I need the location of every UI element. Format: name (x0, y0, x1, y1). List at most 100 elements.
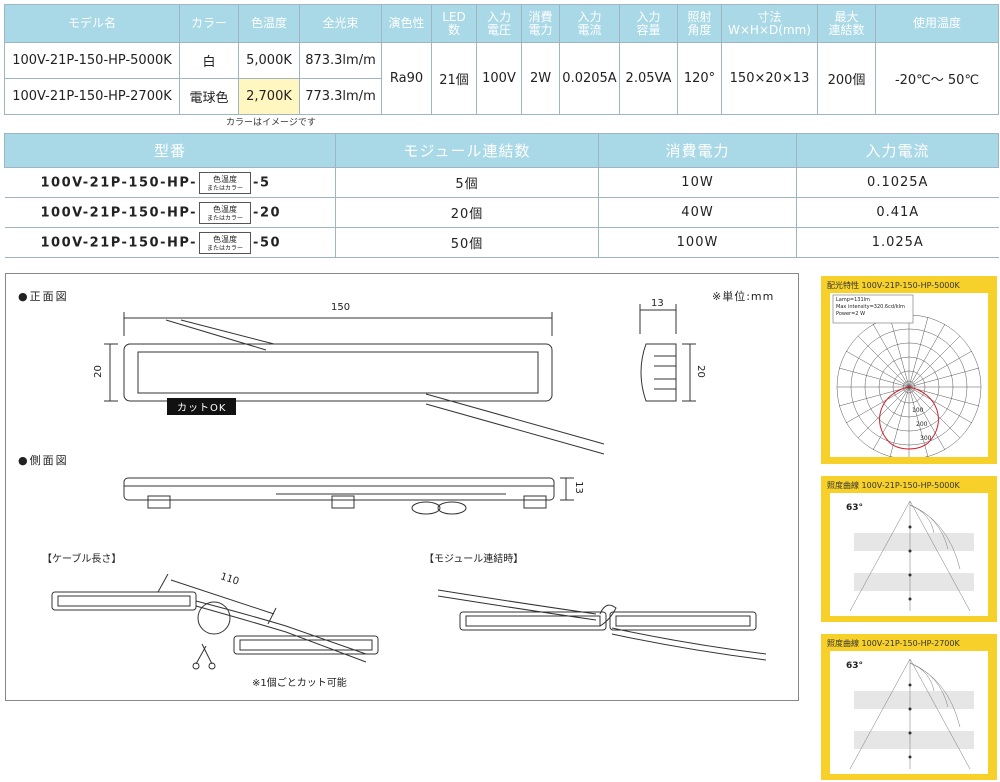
count-cell: 20個 (335, 197, 599, 228)
spec-header: 使用温度 (875, 4, 999, 43)
polar-ring-label: 100 (912, 407, 924, 414)
current-cell: 0.0205A (559, 42, 620, 115)
dim-side-height: 13 (572, 481, 584, 494)
illuminance-svg (849, 500, 974, 612)
temp-cell: 2,700K (238, 78, 300, 115)
spec-header: 入力容量 (619, 4, 678, 43)
polar-ring-label: 200 (916, 421, 928, 428)
spec-header: 色温度 (238, 4, 300, 43)
polar-ring-label: 300 (920, 435, 932, 442)
spec-header: モデル名 (4, 4, 180, 43)
spec-header: 照射角度 (677, 4, 722, 43)
dim-height: 20 (92, 365, 104, 378)
model-cell: 100V-21P-150-HP-5000K (4, 42, 180, 79)
tag-line2: またはカラー (207, 244, 244, 252)
tag-line1: 色温度 (213, 234, 238, 244)
power-cell: 2W (521, 42, 560, 115)
illuminance-title: 照度曲線 100V-21P-150-HP-5000K (827, 481, 960, 490)
count-cell: 50個 (335, 227, 599, 258)
module-header: 型番 (4, 133, 336, 168)
unit-note: ※単位:mm (712, 290, 775, 303)
led-cell: 21個 (431, 42, 477, 115)
color-temp-tag: 色温度またはカラー (199, 201, 252, 224)
current-cell: 1.025A (796, 227, 999, 258)
illuminance-chart-area: 63° (830, 651, 988, 774)
cri-cell: Ra90 (381, 42, 432, 115)
power-cell: 10W (598, 167, 797, 198)
spec-header: 演色性 (381, 4, 432, 43)
max-link-cell: 200個 (817, 42, 876, 115)
lumen-cell: 773.3lm/m (299, 78, 382, 115)
lumen-cell: 873.3lm/m (299, 42, 382, 79)
temp-range-cell: -20℃～ 50℃ (875, 42, 999, 115)
illuminance-title: 照度曲線 100V-21P-150-HP-2700K (827, 639, 960, 648)
model-suffix: -5 (253, 175, 271, 190)
voltage-cell: 100V (476, 42, 522, 115)
tag-line1: 色温度 (213, 204, 238, 214)
polar-chart-svg (832, 294, 982, 457)
spec-header: カラー (179, 4, 239, 43)
front-view-title: ●正面図 (18, 290, 69, 303)
polar-chart-card: 配光特性 100V-21P-150-HP-5000K Lamp=131lm Ma… (821, 276, 997, 464)
temp-cell: 5,000K (238, 42, 300, 79)
illuminance-card-2700k: 照度曲線 100V-21P-150-HP-2700K 63° (821, 634, 997, 780)
polar-chart-title: 配光特性 100V-21P-150-HP-5000K (827, 281, 960, 290)
polar-info-line: Max intensity=320.6cd/klm (836, 304, 905, 310)
spec-header: 入力電流 (559, 4, 620, 43)
cut-ok-badge: カットOK (167, 398, 237, 415)
current-cell: 0.1025A (796, 167, 999, 198)
module-header: 入力電流 (796, 133, 999, 168)
color-cell: 電球色 (179, 78, 239, 115)
power-cell: 100W (598, 227, 797, 258)
module-model-cell: 100V-21P-150-HP-色温度またはカラー-5 (4, 167, 336, 198)
dim-height-right: 20 (694, 365, 706, 378)
spec-header: 入力電圧 (476, 4, 522, 43)
spec-header: 最大連結数 (817, 4, 876, 43)
tag-line1: 色温度 (213, 174, 238, 184)
model-suffix: -20 (253, 205, 282, 220)
module-header: モジュール連結数 (335, 133, 599, 168)
module-row: 100V-21P-150-HP-色温度またはカラー-20 20個 40W 0.4… (4, 197, 999, 228)
capacity-cell: 2.05VA (619, 42, 678, 115)
dim-depth: 13 (651, 298, 664, 309)
module-row: 100V-21P-150-HP-色温度またはカラー-50 50個 100W 1.… (4, 227, 999, 258)
polar-info-line: Lamp=131lm (836, 297, 870, 303)
module-header-row: 型番 モジュール連結数 消費電力 入力電流 (4, 133, 999, 168)
polar-info-line: Power=2 W (836, 311, 866, 317)
module-connection-title: 【モジュール連結時】 (424, 554, 524, 565)
size-cell: 150×20×13 (721, 42, 818, 115)
polar-info: Lamp=131lm Max intensity=320.6cd/klm Pow… (836, 297, 905, 318)
cable-length-title: 【ケーブル長さ】 (42, 554, 122, 565)
model-suffix: -50 (253, 235, 282, 250)
color-temp-tag: 色温度またはカラー (199, 231, 252, 254)
module-model-cell: 100V-21P-150-HP-色温度またはカラー-20 (4, 197, 336, 228)
module-table: 型番 モジュール連結数 消費電力 入力電流 100V-21P-150-HP-色温… (4, 133, 999, 258)
color-note: カラーはイメージです (226, 118, 316, 128)
spec-header: 全光束 (299, 4, 382, 43)
technical-drawing-panel: ●正面図 ※単位:mm (5, 273, 799, 701)
illuminance-svg (849, 658, 974, 770)
current-cell: 0.41A (796, 197, 999, 228)
count-cell: 5個 (335, 167, 599, 198)
color-temp-tag: 色温度またはカラー (199, 171, 252, 194)
illuminance-chart-area: 63° (830, 493, 988, 616)
illuminance-angle: 63° (846, 503, 864, 513)
tag-line2: またはカラー (207, 184, 244, 192)
cut-note: ※1個ごとカット可能 (252, 678, 347, 689)
model-prefix: 100V-21P-150-HP- (40, 205, 198, 220)
model-cell: 100V-21P-150-HP-2700K (4, 78, 180, 115)
module-header: 消費電力 (598, 133, 797, 168)
tag-line2: またはカラー (207, 214, 244, 222)
color-cell: 白 (179, 42, 239, 79)
spec-row: 100V-21P-150-HP-2700K 電球色 2,700K 773.3lm… (4, 78, 999, 115)
spec-header: 消費電力 (521, 4, 560, 43)
model-prefix: 100V-21P-150-HP- (40, 235, 198, 250)
polar-chart-area: Lamp=131lm Max intensity=320.6cd/klm Pow… (830, 293, 988, 457)
module-row: 100V-21P-150-HP-色温度またはカラー-5 5個 10W 0.102… (4, 167, 999, 198)
angle-cell: 120° (677, 42, 722, 115)
dim-width: 150 (331, 302, 351, 313)
